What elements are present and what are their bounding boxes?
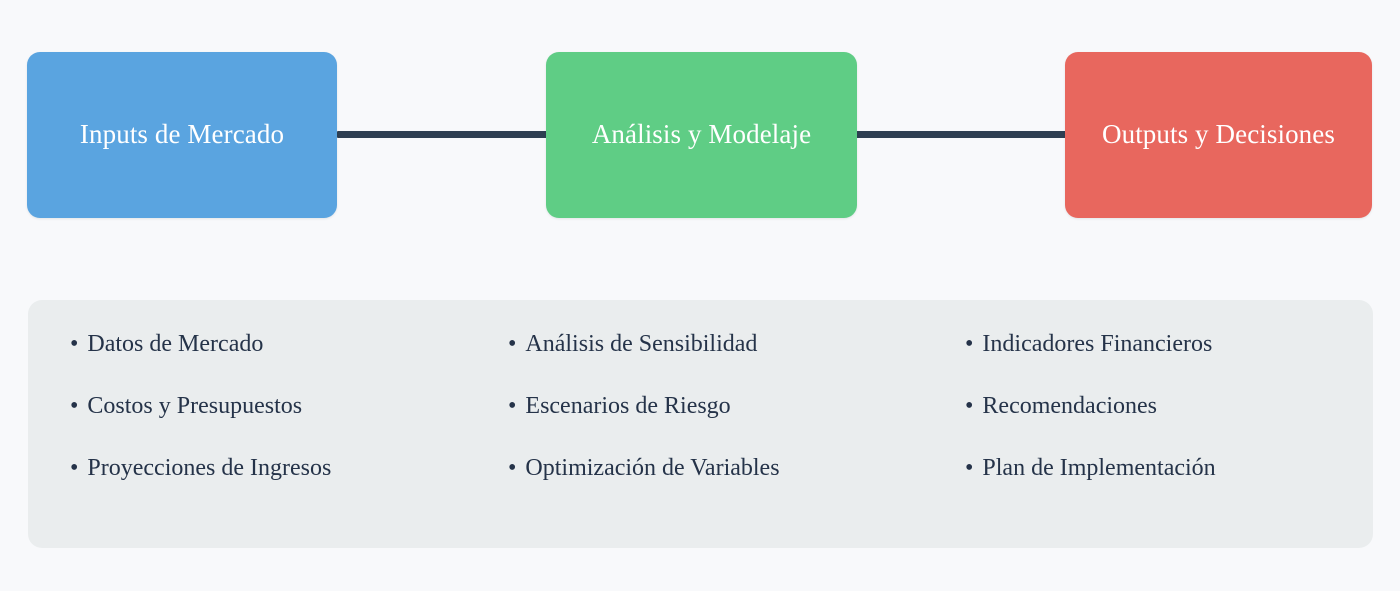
list-item-label: Recomendaciones [982, 393, 1158, 419]
bullet-icon: • [508, 331, 517, 357]
list-item-label: Costos y Presupuestos [87, 393, 303, 419]
bullet-icon: • [965, 393, 974, 419]
flow-node-outputs[interactable]: Outputs y Decisiones [1065, 52, 1372, 218]
list-item: • Indicadores Financieros [965, 332, 1373, 394]
bullet-icon: • [508, 393, 517, 419]
flow-node-inputs[interactable]: Inputs de Mercado [27, 52, 337, 218]
detail-column-outputs: • Indicadores Financieros • Recomendacio… [938, 332, 1373, 548]
detail-panel: • Datos de Mercado • Costos y Presupuest… [28, 300, 1373, 548]
list-item: • Costos y Presupuestos [70, 394, 483, 456]
list-item: • Datos de Mercado [70, 332, 483, 394]
flow-node-inputs-label: Inputs de Mercado [79, 119, 285, 150]
bullet-icon: • [965, 455, 974, 481]
list-item-label: Plan de Implementación [982, 455, 1216, 481]
bullet-icon: • [508, 455, 517, 481]
flow-row: Inputs de Mercado Análisis y Modelaje Ou… [0, 52, 1400, 218]
bullet-icon: • [70, 331, 79, 357]
connector-inputs-to-analysis [337, 131, 547, 138]
flow-node-outputs-label: Outputs y Decisiones [1102, 119, 1335, 150]
list-item-label: Proyecciones de Ingresos [87, 455, 332, 481]
list-item: • Recomendaciones [965, 394, 1373, 456]
list-item-label: Escenarios de Riesgo [525, 393, 731, 419]
flow-node-analysis-label: Análisis y Modelaje [591, 119, 812, 150]
list-item: • Escenarios de Riesgo [508, 394, 938, 456]
list-item: • Análisis de Sensibilidad [508, 332, 938, 394]
bullet-icon: • [70, 455, 79, 481]
list-item-label: Análisis de Sensibilidad [525, 331, 758, 357]
list-item: • Plan de Implementación [965, 456, 1373, 518]
list-item: • Optimización de Variables [508, 456, 938, 518]
list-item-label: Datos de Mercado [87, 331, 264, 357]
flow-node-analysis[interactable]: Análisis y Modelaje [546, 52, 857, 218]
connector-analysis-to-outputs [856, 131, 1066, 138]
list-item-label: Optimización de Variables [525, 455, 780, 481]
bullet-icon: • [965, 331, 974, 357]
list-item-label: Indicadores Financieros [982, 331, 1213, 357]
detail-column-analysis: • Análisis de Sensibilidad • Escenarios … [483, 332, 938, 548]
list-item: • Proyecciones de Ingresos [70, 456, 483, 518]
detail-column-inputs: • Datos de Mercado • Costos y Presupuest… [28, 332, 483, 548]
bullet-icon: • [70, 393, 79, 419]
